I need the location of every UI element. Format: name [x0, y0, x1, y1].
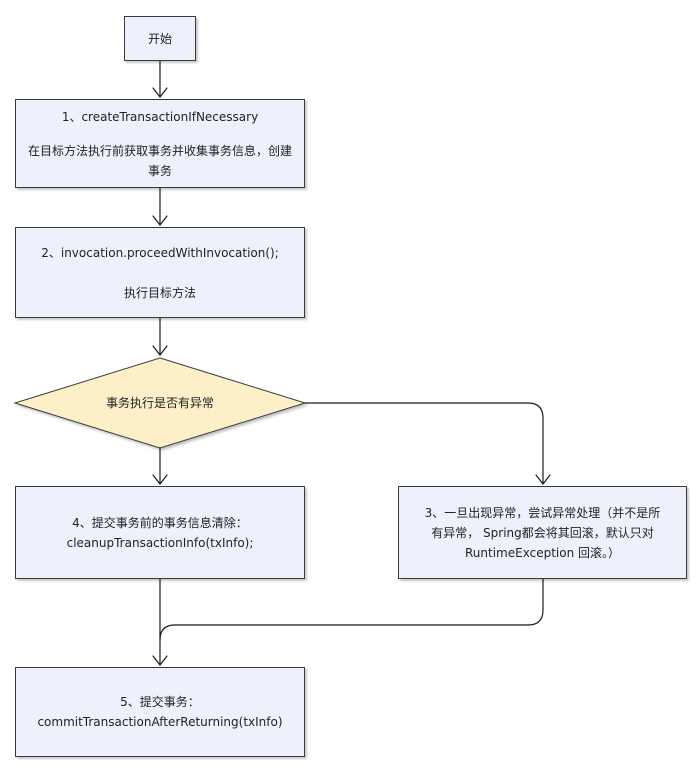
- step1-create-transaction-box: 1、createTransactionIfNecessary 在目标方法执行前获…: [15, 99, 305, 188]
- step4-line2: cleanupTransactionInfo(txInfo);: [66, 535, 254, 550]
- step4-line1: 4、提交事务前的事务信息清除：: [72, 515, 248, 530]
- step2-title: 2、invocation.proceedWithInvocation();: [41, 245, 279, 260]
- connector-step3-merge: [159, 578, 544, 641]
- decision-label: 事务执行是否有异常: [105, 396, 214, 410]
- arrowhead-step2-decision: [152, 345, 168, 356]
- step3-line2: 有异常， Spring都会将其回滚，默认只对: [431, 525, 654, 540]
- step5-line2: commitTransactionAfterReturning(txInfo): [37, 715, 283, 729]
- step5-line1: 5、提交事务：: [120, 695, 200, 709]
- step2-invocation-box: 2、invocation.proceedWithInvocation(); 执行…: [15, 227, 305, 318]
- step4-cleanup-box: 4、提交事务前的事务信息清除： cleanupTransactionInfo(t…: [15, 486, 305, 579]
- arrowhead-decision-step4: [152, 474, 168, 485]
- connector-decision-step3: [304, 402, 544, 485]
- step1-title: 1、createTransactionIfNecessary: [61, 109, 259, 124]
- arrowhead-start-step1: [152, 87, 168, 98]
- start-node: 开始: [124, 16, 196, 61]
- step3-line3: RuntimeException 回滚。）: [465, 545, 620, 560]
- step1-description-line2: 事务: [147, 163, 172, 178]
- arrowhead-step4-step5: [152, 655, 168, 666]
- arrowhead-step1-step2: [152, 215, 168, 226]
- step3-exception-box: 3、一旦出现异常，尝试异常处理（并不是所 有异常， Spring都会将其回滚，默…: [398, 486, 687, 579]
- step2-description: 执行目标方法: [123, 285, 196, 300]
- step3-line1: 3、一旦出现异常，尝试异常处理（并不是所: [424, 505, 661, 520]
- start-label: 开始: [147, 31, 172, 46]
- step1-description-line1: 在目标方法执行前获取事务并收集事务信息，创建: [27, 143, 292, 158]
- arrowhead-decision-step3: [535, 474, 551, 485]
- step5-commit-box: 5、提交事务： commitTransactionAfterReturning(…: [15, 667, 305, 757]
